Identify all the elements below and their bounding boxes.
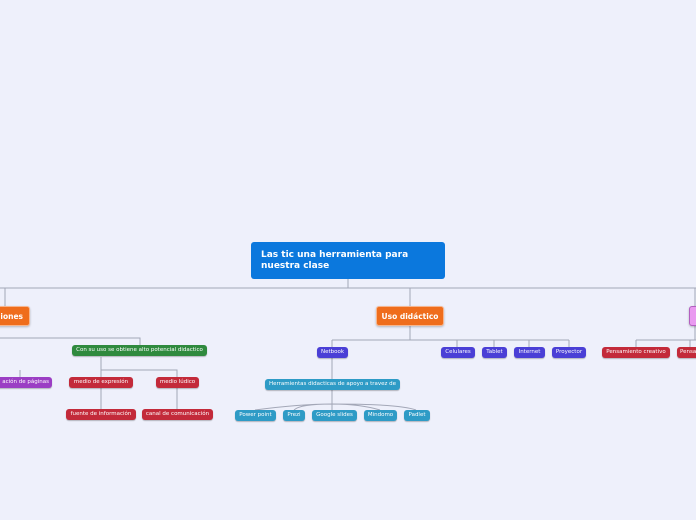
- tool-power-point[interactable]: Power point: [235, 410, 276, 421]
- topic-paginas[interactable]: ación de páginas: [0, 377, 52, 388]
- device-proyector[interactable]: Proyector: [552, 347, 586, 358]
- topic-fuente-informacion[interactable]: fuente de información: [66, 409, 136, 420]
- tool-mindomo[interactable]: Mindomo: [364, 410, 397, 421]
- device-internet[interactable]: Internet: [514, 347, 545, 358]
- topic-uso-didactico[interactable]: Uso didáctico: [376, 306, 444, 326]
- tool-prezi[interactable]: Prezi: [283, 410, 305, 421]
- topic-pensa[interactable]: Pensa: [677, 347, 696, 358]
- topic-right-main[interactable]: [689, 306, 696, 326]
- central-topic[interactable]: Las tic una herramienta para nuestra cla…: [251, 242, 445, 279]
- tool-padlet[interactable]: Padlet: [404, 410, 430, 421]
- topic-herramientas[interactable]: Herramientas didacticas de apoyo a trave…: [265, 379, 400, 390]
- topic-canal-comunicacion[interactable]: canal de comunicación: [142, 409, 213, 420]
- device-celulares[interactable]: Celulares: [441, 347, 475, 358]
- device-tablet[interactable]: Tablet: [482, 347, 507, 358]
- topic-medio-ludico[interactable]: medio lúdico: [156, 377, 199, 388]
- topic-left-main[interactable]: ciones: [0, 306, 30, 326]
- topic-medio-expresion[interactable]: medio de expresión: [69, 377, 133, 388]
- topic-pensamiento-creativo[interactable]: Pensamiento creativo: [602, 347, 670, 358]
- topic-potencial-didactico[interactable]: Con su uso se obtiene alto potencial did…: [72, 345, 207, 356]
- tool-google-slides[interactable]: Google slides: [312, 410, 357, 421]
- topic-netbook[interactable]: Netbook: [317, 347, 348, 358]
